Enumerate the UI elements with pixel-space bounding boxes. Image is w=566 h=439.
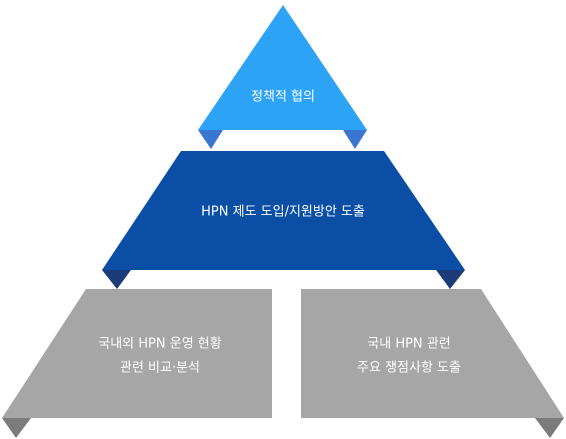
- tier-top: 정책적 협의: [198, 5, 367, 149]
- tier-middle-fold-left: [102, 270, 131, 289]
- tier-middle: HPN 제도 도입/지원방안 도출: [102, 151, 465, 289]
- tier-middle-shape: [102, 151, 465, 270]
- tier-bottom-left-line1: 국내외 HPN 운영 현황: [98, 337, 221, 352]
- tier-bottom-right-line1: 국내 HPN 관련: [367, 337, 450, 352]
- tier-bottom-left: 국내외 HPN 운영 현황 관련 비교·분석: [2, 289, 272, 438]
- tier-bottom-right: 국내 HPN 관련 주요 쟁점사항 도출: [301, 289, 564, 438]
- tier-bottom-left-fold: [2, 418, 31, 438]
- tier-middle-label: HPN 제도 도입/지원방안 도출: [201, 205, 365, 220]
- tier-bottom-left-shape: [2, 289, 272, 418]
- tier-top-fold-right: [343, 130, 367, 149]
- tier-top-label: 정책적 협의: [251, 90, 315, 105]
- tier-top-fold-left: [198, 130, 223, 149]
- tier-middle-fold-right: [436, 270, 465, 289]
- tier-bottom-right-shape: [301, 289, 564, 418]
- tier-bottom-right-line2: 주요 쟁점사항 도출: [357, 361, 461, 376]
- tier-bottom-right-fold: [535, 418, 564, 438]
- tier-top-shape: [198, 5, 367, 130]
- tier-bottom-left-line2: 관련 비교·분석: [120, 361, 200, 376]
